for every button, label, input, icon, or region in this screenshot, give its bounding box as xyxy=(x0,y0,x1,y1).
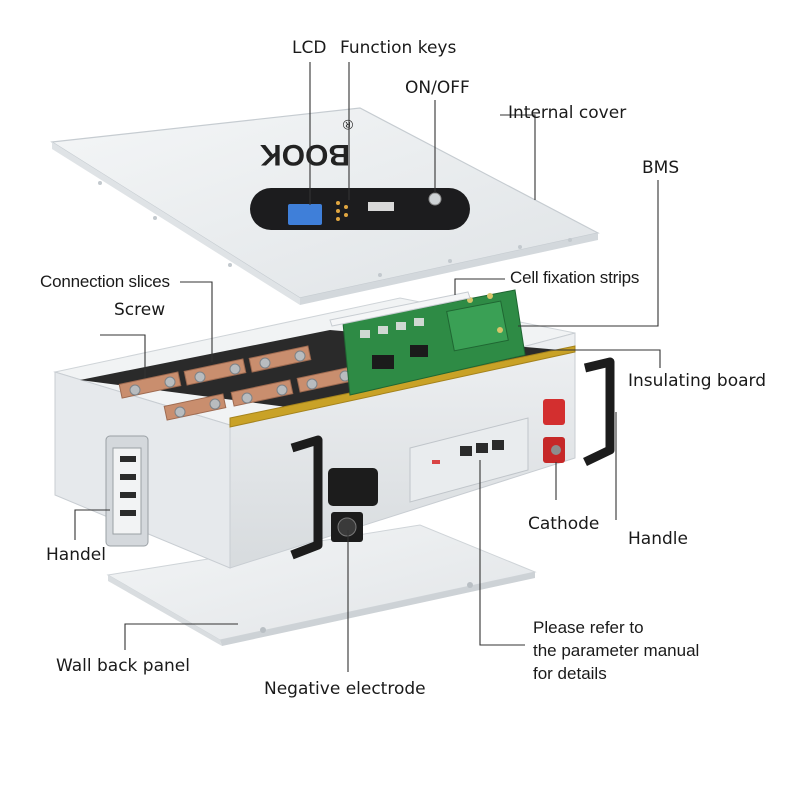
handle-side xyxy=(105,435,149,547)
label-wall-back-panel: Wall back panel xyxy=(56,656,190,676)
leader-wall-back-panel xyxy=(124,623,238,650)
leader-note xyxy=(479,460,525,646)
label-bms: BMS xyxy=(642,158,680,178)
label-insulating-board: Insulating board xyxy=(628,371,767,391)
label-connection-slices: Connection slices xyxy=(40,272,170,291)
leader-bms xyxy=(518,180,659,327)
lcd-screen xyxy=(288,204,322,225)
logo-text: BOOK xyxy=(260,138,350,171)
label-parameter-note: Please refer to the parameter manual for… xyxy=(533,616,699,685)
leader-screw xyxy=(100,334,146,378)
label-function-keys: Function keys xyxy=(340,38,457,58)
front-ports xyxy=(432,440,504,464)
leader-cell-fixation xyxy=(454,278,505,295)
leader-handel xyxy=(74,509,110,540)
handle-front-left xyxy=(290,435,323,560)
label-lcd: LCD xyxy=(292,38,327,58)
negative-terminal xyxy=(328,468,378,542)
label-on-off: ON/OFF xyxy=(405,78,470,98)
wall-back-panel xyxy=(106,524,537,646)
cathode-terminal xyxy=(543,399,565,463)
label-cathode: Cathode xyxy=(528,514,600,534)
note-line-1: Please refer to xyxy=(533,618,644,637)
label-handel: Handel xyxy=(46,545,106,565)
cell-fixation-strip xyxy=(329,291,471,327)
handle-front-right xyxy=(583,357,615,467)
label-negative-electrode: Negative electrode xyxy=(264,679,426,699)
leader-insulating-board xyxy=(548,349,661,368)
label-internal-cover: Internal cover xyxy=(508,103,627,123)
label-handle: Handle xyxy=(628,529,688,549)
brand-logo: BOOK ® xyxy=(260,117,353,171)
leader-internal-cover xyxy=(500,114,536,200)
registered-mark: ® xyxy=(342,117,353,133)
on-off-button xyxy=(428,192,442,206)
label-screw: Screw xyxy=(114,300,166,320)
control-panel xyxy=(250,188,470,230)
leader-lines xyxy=(74,62,661,672)
label-cell-fixation-strips: Cell fixation strips xyxy=(510,268,640,287)
leader-connection-slices xyxy=(180,281,213,362)
note-line-3: for details xyxy=(533,664,607,683)
function-keys xyxy=(336,201,348,221)
note-line-2: the parameter manual xyxy=(533,641,700,660)
